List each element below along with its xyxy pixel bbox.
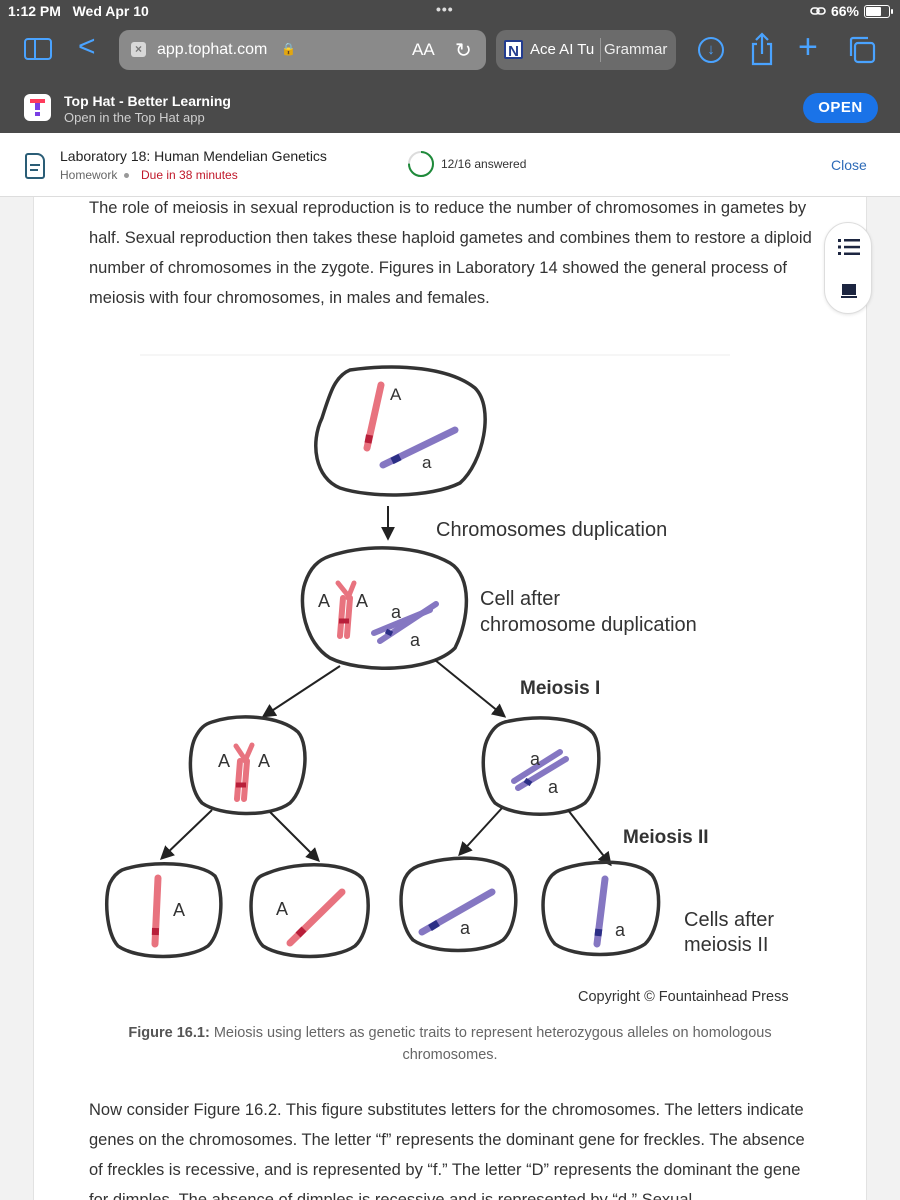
allele-label: a bbox=[548, 777, 559, 797]
status-bar: 1:12 PM Wed Apr 10 ••• 66% bbox=[0, 0, 900, 24]
label-chromosome-duplication: chromosome duplication bbox=[480, 614, 697, 636]
allele-label: a bbox=[615, 920, 626, 940]
caption-label: Figure 16.1: bbox=[128, 1025, 210, 1041]
plus-icon[interactable]: + bbox=[798, 28, 818, 66]
content-card bbox=[33, 197, 867, 1200]
tab-title: Ace AI Tu bbox=[530, 41, 595, 58]
app-banner: Top Hat - Better Learning Open in the To… bbox=[0, 78, 900, 133]
download-icon[interactable]: ↓ bbox=[698, 37, 724, 63]
duplicated-cell: A A a a bbox=[300, 546, 469, 670]
allele-label: a bbox=[422, 453, 432, 472]
banner-title: Top Hat - Better Learning bbox=[64, 93, 231, 109]
browser-toolbar: < × app.tophat.com 🔒 AA ↻ N Ace AI Tu Gr… bbox=[0, 24, 900, 78]
allele-label: A bbox=[390, 385, 402, 404]
progress-ring bbox=[408, 151, 434, 177]
multitasking-dots[interactable]: ••• bbox=[436, 1, 454, 17]
due-status: Due in 38 minutes bbox=[141, 168, 238, 182]
allele-label: a bbox=[391, 602, 402, 622]
answered-count: 12/16 answered bbox=[441, 157, 527, 171]
allele-label: A bbox=[173, 900, 185, 920]
next-tab-title[interactable]: Grammar bbox=[604, 41, 668, 58]
url-text: app.tophat.com bbox=[157, 41, 268, 58]
allele-label: a bbox=[460, 918, 471, 938]
allele-label: A bbox=[356, 591, 368, 611]
document-icon bbox=[25, 153, 45, 179]
tabs-icon[interactable] bbox=[848, 36, 876, 64]
sidebar-icon[interactable] bbox=[24, 38, 52, 60]
label-meiosis-ii: meiosis II bbox=[684, 934, 768, 956]
banner-subtitle: Open in the Top Hat app bbox=[64, 110, 205, 125]
battery-percent: 66% bbox=[830, 3, 859, 19]
lock-icon: 🔒 bbox=[281, 42, 296, 56]
meiosis1-cell-recessive: a a bbox=[481, 716, 601, 816]
status-right: 66% bbox=[810, 3, 893, 19]
allele-label: A bbox=[318, 591, 330, 611]
back-icon[interactable]: < bbox=[78, 30, 96, 63]
assignment-title: Laboratory 18: Human Mendelian Genetics bbox=[60, 148, 327, 164]
tophat-logo bbox=[24, 94, 51, 121]
caption-text: Meiosis using letters as genetic traits … bbox=[213, 1025, 772, 1063]
allele-label: A bbox=[276, 899, 288, 919]
text-size-button[interactable]: AA bbox=[412, 40, 435, 59]
close-button[interactable]: Close bbox=[831, 157, 867, 173]
site-close-icon[interactable]: × bbox=[131, 42, 146, 57]
figure-caption: Figure 16.1: Meiosis using letters as ge… bbox=[100, 1022, 800, 1066]
meiosis-figure: A a Chromosomes duplication A A a a Cell… bbox=[104, 354, 789, 1005]
address-bar[interactable]: × app.tophat.com 🔒 AA ↻ bbox=[119, 30, 486, 70]
label-cell-after: Cell after bbox=[480, 588, 560, 610]
assignment-type: Homework bbox=[60, 168, 118, 182]
allele-label: a bbox=[410, 630, 421, 650]
link-icon bbox=[810, 7, 826, 15]
open-app-button[interactable]: OPEN bbox=[803, 93, 878, 123]
label-cells-after: Cells after bbox=[684, 909, 774, 931]
label-meiosis-2: Meiosis II bbox=[623, 827, 709, 848]
copyright: Copyright © Fountainhead Press bbox=[578, 989, 789, 1005]
allele-label: A bbox=[258, 751, 270, 771]
gamete-cell-3: a bbox=[399, 856, 518, 953]
list-icon[interactable] bbox=[838, 238, 860, 256]
battery-icon bbox=[864, 4, 893, 18]
side-toolbar bbox=[824, 222, 872, 314]
book-icon[interactable] bbox=[840, 283, 858, 299]
label-duplication: Chromosomes duplication bbox=[436, 519, 667, 541]
paragraph-meiosis: The role of meiosis in sexual reproducti… bbox=[89, 199, 812, 307]
gamete-cell-2: A bbox=[249, 863, 370, 959]
share-icon[interactable] bbox=[750, 32, 774, 66]
parent-cell: A a bbox=[314, 365, 487, 497]
tab-ace-ai[interactable]: N Ace AI Tu Grammar bbox=[496, 30, 676, 70]
assignment-header: Laboratory 18: Human Mendelian Genetics … bbox=[0, 133, 900, 197]
gamete-cell-1: A bbox=[104, 862, 223, 959]
gamete-cell-4: a bbox=[541, 860, 661, 957]
reload-icon[interactable]: ↻ bbox=[455, 40, 472, 62]
notion-icon: N bbox=[504, 40, 523, 60]
allele-label: a bbox=[530, 749, 541, 769]
status-time: 1:12 PM Wed Apr 10 bbox=[8, 3, 149, 19]
allele-label: A bbox=[218, 751, 230, 771]
paragraph-figure-16-2: Now consider Figure 16.2. This figure su… bbox=[89, 1101, 805, 1200]
meiosis1-cell-dominant: A A bbox=[188, 715, 307, 816]
label-meiosis-1: Meiosis I bbox=[520, 678, 600, 699]
